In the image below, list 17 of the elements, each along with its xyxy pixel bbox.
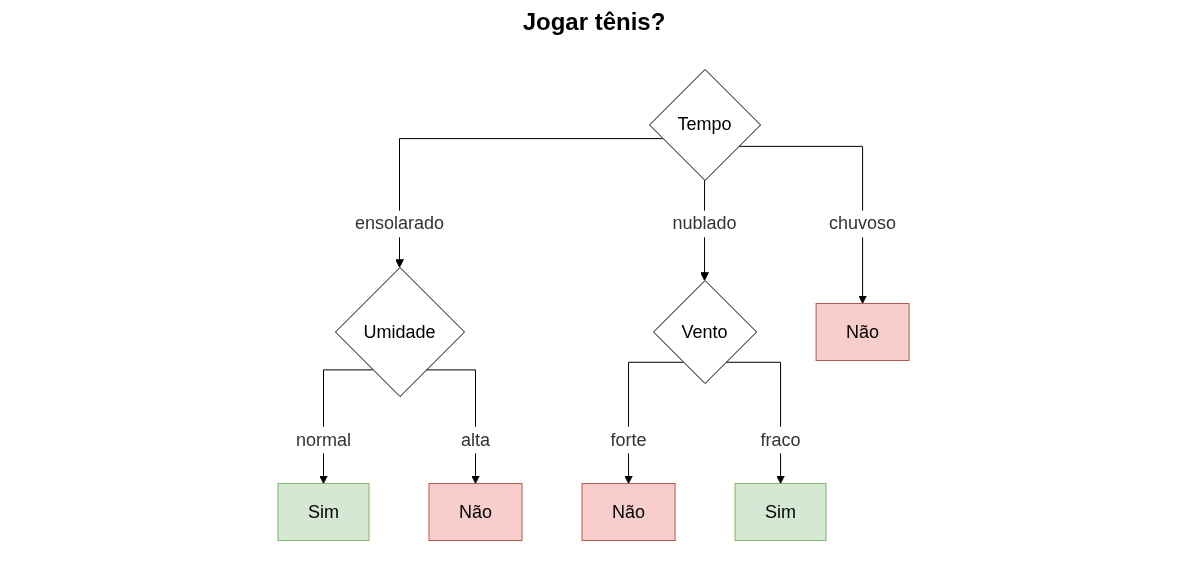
edge-label: ensolarado: [355, 213, 445, 234]
arrow: [395, 138, 664, 268]
edge-label: forte: [610, 429, 647, 450]
node-diamond: Umidade: [335, 267, 466, 398]
node-box: Sim: [277, 483, 370, 542]
edge-label: fraco: [760, 429, 802, 450]
edge-label: nublado: [672, 213, 738, 234]
node-diamond: Tempo: [649, 68, 762, 181]
edge-label: alta: [461, 429, 491, 450]
edge-label: normal: [296, 429, 352, 450]
node-box: Sim: [735, 483, 827, 542]
node-box: Não: [581, 483, 676, 542]
node-box: Não: [816, 303, 911, 361]
node-diamond: Vento: [653, 280, 758, 385]
node-box: Não: [428, 483, 523, 542]
diagram-title: Jogar tênis?: [521, 8, 667, 36]
edge-label: chuvoso: [829, 213, 897, 234]
